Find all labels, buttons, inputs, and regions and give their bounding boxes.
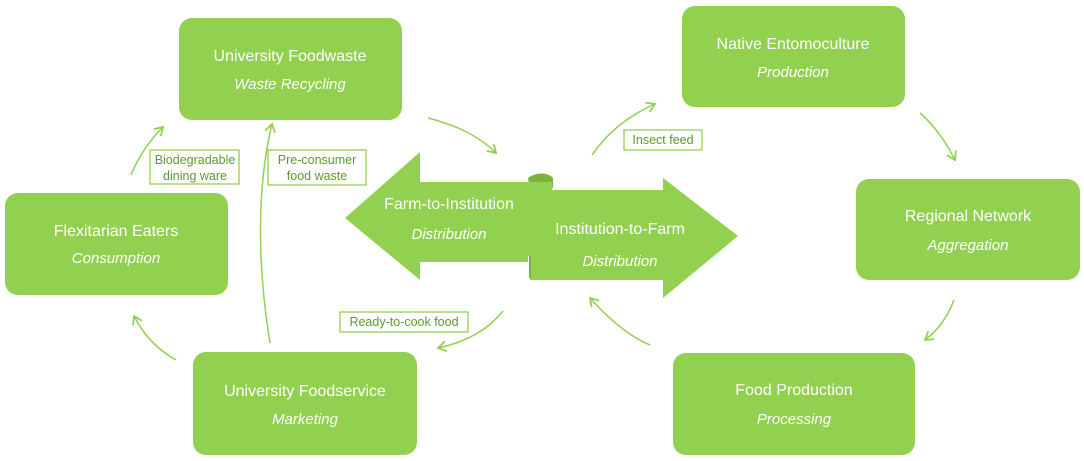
label-insect-feed: Insect feed	[623, 129, 703, 151]
flow-arrow-center-to-foodservice	[436, 310, 504, 353]
label-line-1: Pre-consumer	[278, 153, 357, 167]
flow-arrow-center-to-entomoculture	[591, 101, 657, 156]
box-native-entomoculture: Native Entomoculture Production	[682, 6, 905, 107]
institution-to-farm-title: Institution-to-Farm	[555, 221, 685, 238]
box-subtitle: Consumption	[72, 250, 160, 267]
flow-arrow-foodwaste-to-center	[427, 117, 498, 155]
flow-arrow-entomoculture-to-network	[919, 112, 957, 162]
box-subtitle: Processing	[757, 411, 832, 428]
box-title: University Foodwaste	[214, 48, 367, 65]
box-title: Food Production	[735, 382, 852, 399]
box-title: Flexitarian Eaters	[54, 223, 179, 240]
label-line-2: dining ware	[163, 169, 227, 183]
box-subtitle: Marketing	[272, 411, 339, 428]
center-double-arrow: Farm-to-Institution Distribution Institu…	[345, 152, 738, 298]
flow-arrow-production-to-center	[588, 296, 651, 346]
label-ready-to-cook-food: Ready-to-cook food	[339, 311, 469, 333]
box-regional-network: Regional Network Aggregation	[856, 179, 1080, 280]
flow-arrow-foodservice-to-foodwaste	[259, 122, 276, 344]
box-flexitarian-eaters: Flexitarian Eaters Consumption	[5, 193, 228, 295]
box-title: University Foodservice	[224, 383, 386, 400]
label-line-2: food waste	[287, 169, 348, 183]
farm-to-institution-arrow-shape	[345, 152, 552, 280]
farm-to-institution-subtitle: Distribution	[411, 226, 486, 243]
box-subtitle: Waste Recycling	[234, 76, 346, 93]
label-text: Ready-to-cook food	[349, 315, 458, 329]
farm-to-institution-title: Farm-to-Institution	[384, 196, 514, 213]
box-subtitle: Aggregation	[927, 237, 1009, 254]
flow-arrow-flexitarian-to-foodwaste	[130, 125, 165, 176]
box-subtitle: Production	[757, 64, 829, 81]
flow-arrow-network-to-production	[923, 299, 955, 342]
institution-to-farm-arrow-shape	[530, 178, 738, 298]
label-text: Insect feed	[632, 133, 693, 147]
label-biodegradable-dining-ware: Biodegradable dining ware	[149, 149, 240, 185]
label-pre-consumer-food-waste: Pre-consumer food waste	[267, 149, 367, 186]
flow-arrow-foodservice-to-flexitarian	[132, 314, 177, 361]
box-university-foodservice: University Foodservice Marketing	[193, 352, 417, 455]
box-title: Regional Network	[905, 208, 1032, 225]
box-food-production: Food Production Processing	[673, 353, 915, 455]
box-title: Native Entomoculture	[717, 36, 870, 53]
label-line-1: Biodegradable	[155, 153, 236, 167]
box-university-foodwaste: University Foodwaste Waste Recycling	[179, 18, 402, 120]
institution-to-farm-subtitle: Distribution	[582, 253, 657, 270]
